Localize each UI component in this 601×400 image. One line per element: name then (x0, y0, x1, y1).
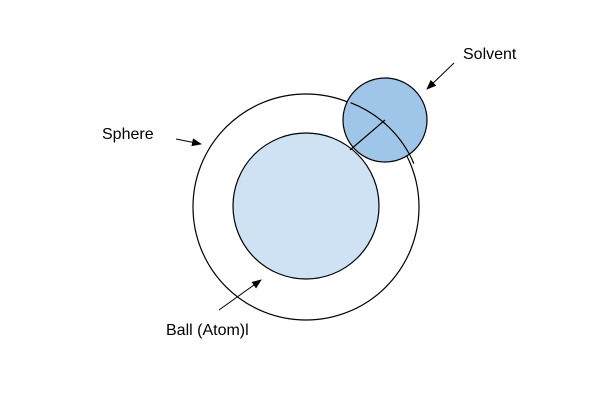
ball-atom-circle (232, 132, 380, 280)
solvent-radius-line (349, 119, 386, 151)
ball-pointer-arrow (218, 279, 262, 311)
sphere-pointer-arrow (175, 138, 202, 147)
sphere-arc-over-solvent (350, 102, 415, 164)
solvent-label: Solvent (463, 46, 517, 63)
sphere-label: Sphere (102, 126, 154, 143)
solvent-pointer-arrow (426, 62, 455, 90)
ball-atom-label: Ball (Atom)l (166, 322, 249, 339)
